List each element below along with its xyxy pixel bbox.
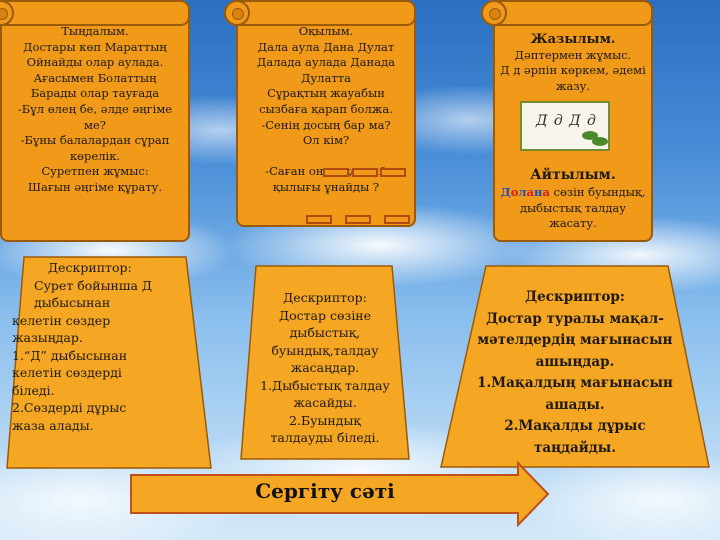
descriptor-shape [440,265,710,468]
descriptor-2-text: Дескриптор: Достар сөзіне дыбыстық, буын… [240,289,410,447]
word-letter: а [526,185,534,199]
descriptor-3-text: Дескриптор: Достар туралы мақал- мәтелде… [440,287,710,459]
descriptor-shape [240,265,410,460]
scheme-box [306,215,332,224]
scheme-box [352,168,378,177]
energizer-label: Сергіту сәті [255,479,395,503]
descriptor-3-title: Дескриптор: [525,289,625,305]
scheme-box [345,215,371,224]
writing-text: Жазылым. Дәптермен жұмыс. Д д әрпін көрк… [500,32,646,93]
word-letter: о [510,185,519,199]
word-letter: Д [500,185,511,199]
scheme-box [323,168,349,177]
leaf-icon [592,137,608,146]
listening-text: Тыңдалым. Достары көп Мараттың Ойнайды о… [0,24,190,196]
scroll-curl-icon [481,0,507,26]
descriptor-shape [6,256,212,469]
reading-card: Оқылым. Дала аула Дана Дулат Далада аула… [224,0,416,227]
word-letter: н [533,185,543,199]
scroll-curl-icon [224,0,250,26]
listening-title: Тыңдалым. [61,24,129,38]
word-letter: л [518,185,527,199]
speaking-text: Айтылым. Долана сөзін буындық, дыбыстық … [500,167,646,231]
speaking-title: Айтылым. [530,167,616,183]
descriptor-2-title: Дескриптор: [283,290,367,305]
scheme-box [380,168,406,177]
arrow-right-icon [130,461,550,527]
descriptor-1-title: Дескриптор: [48,260,132,275]
word-letter: а [542,185,550,199]
descriptor-box-2: Дескриптор: Достар сөзіне дыбыстық, буын… [240,265,410,460]
word-line: Долана сөзін буындық, [500,185,646,199]
descriptor-box-1: Дескриптор: Сурет бойынша Д дыбысынан ке… [6,256,212,470]
listening-card: Тыңдалым. Достары көп Мараттың Ойнайды о… [0,0,190,242]
notebook-picture: Д д Д д [520,101,610,151]
reading-title: Оқылым. [298,24,354,38]
leaf-icon [582,131,598,140]
descriptor-1-text: Дескриптор: Сурет бойынша Д дыбысынан ке… [6,259,212,434]
scheme-box [384,215,410,224]
energizer-arrow[interactable]: Сергіту сәті [130,461,550,527]
writing-title: Жазылым. [530,32,616,47]
handwriting-sample: Д д Д д [536,113,597,129]
descriptor-box-3: Дескриптор: Достар туралы мақал- мәтелде… [440,265,710,468]
